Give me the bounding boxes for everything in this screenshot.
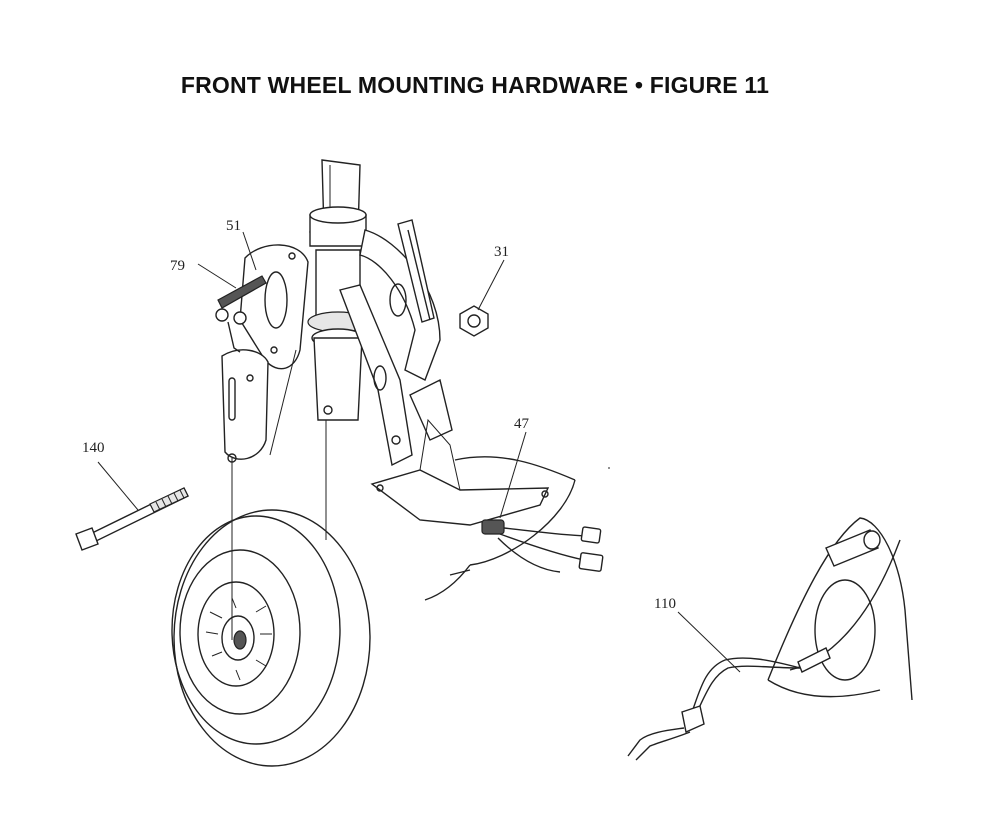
callout-79: 79 — [170, 258, 185, 274]
callout-47: 47 — [514, 416, 530, 432]
callout-51: 51 — [226, 218, 241, 234]
callout-110: 110 — [654, 596, 676, 612]
switch-assembly — [481, 519, 604, 573]
lock-nut — [459, 305, 489, 337]
right-fork-arm — [339, 219, 453, 467]
frame-body — [424, 456, 610, 601]
leader-lines — [97, 231, 741, 673]
callout-31: 31 — [494, 244, 509, 260]
axle-bolt — [75, 487, 189, 551]
sensor-cable-inset — [627, 517, 913, 761]
mounting-bracket — [370, 418, 550, 526]
callout-140: 140 — [82, 440, 105, 456]
figure-title: FRONT WHEEL MOUNTING HARDWARE • FIGURE 1… — [180, 72, 770, 98]
front-wheel — [171, 420, 371, 767]
bolt-cluster — [215, 275, 267, 353]
left-fork-plate — [221, 244, 309, 463]
